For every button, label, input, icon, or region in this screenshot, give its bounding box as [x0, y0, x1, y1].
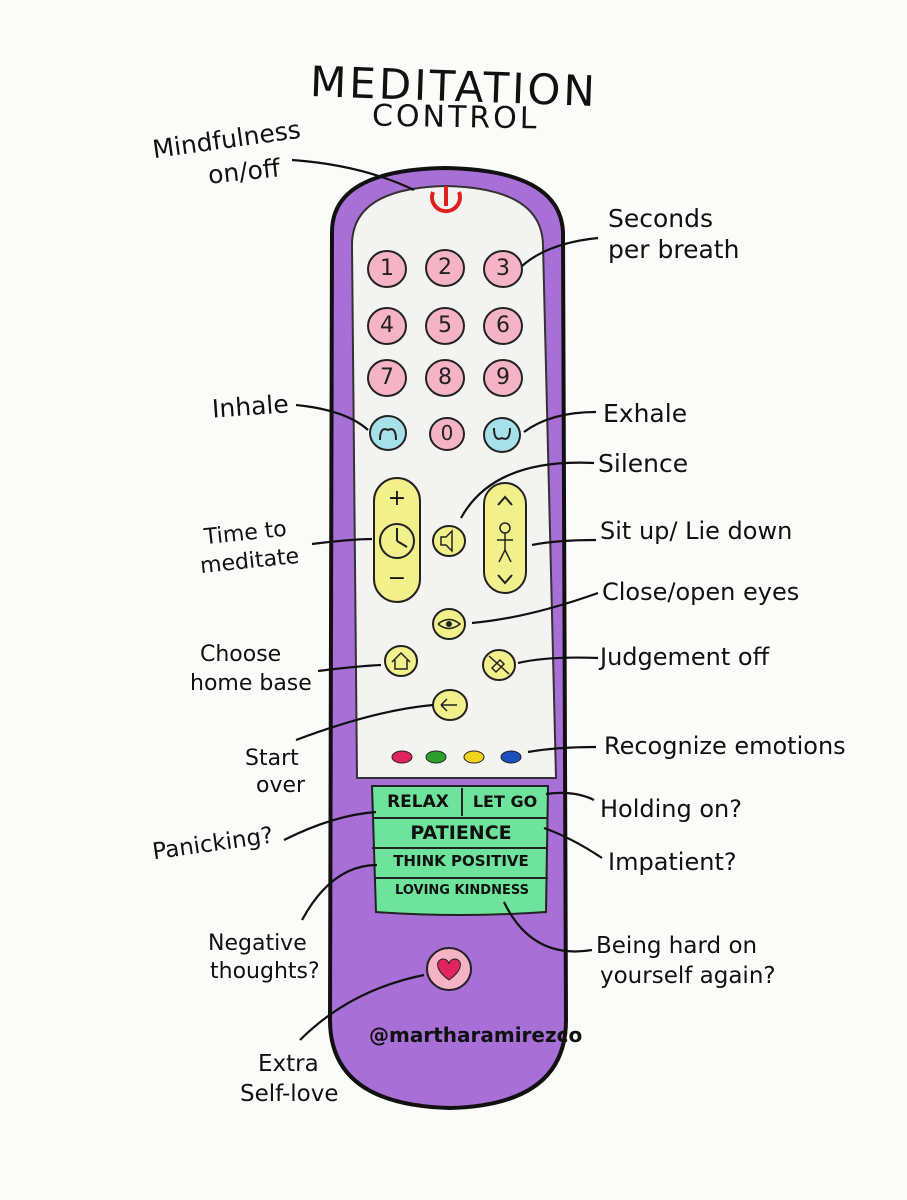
label-inhale: Inhale: [211, 389, 290, 424]
label-negative-1: Negative: [208, 931, 307, 956]
label-impatient: Impatient?: [608, 848, 737, 876]
mute-icon: [432, 525, 466, 557]
button-5: 5: [438, 313, 452, 338]
green-button-panel: [370, 785, 550, 916]
back-arrow-icon: [432, 689, 468, 721]
label-seconds-2: per breath: [608, 235, 740, 264]
label-holding: Holding on?: [600, 795, 743, 823]
let-go-button: LET GO: [472, 792, 538, 811]
svg-text:−: −: [388, 566, 406, 591]
number-buttons: [367, 249, 523, 451]
svg-text:+: +: [388, 486, 406, 511]
label-judgement: Judgement off: [600, 643, 770, 671]
think-positive-button: THINK POSITIVE: [393, 852, 529, 870]
no-judge-icon: [482, 649, 516, 681]
label-exhale: Exhale: [603, 399, 688, 428]
button-3: 3: [496, 256, 510, 281]
author-handle: @martharamirezco: [369, 1023, 583, 1047]
button-6: 6: [496, 313, 510, 338]
label-start-1: Start: [245, 746, 299, 771]
color-buttons: [391, 750, 522, 764]
loving-kindness-button: LOVING KINDNESS: [395, 883, 529, 898]
leader-lines: [283, 158, 603, 1041]
button-1: 1: [380, 256, 394, 281]
label-selflove-2: Self-love: [240, 1081, 339, 1107]
button-8: 8: [438, 365, 452, 390]
inhale-swirl-icon: [369, 415, 407, 451]
exhale-swirl-icon: [483, 417, 521, 453]
label-situp: Sit up/ Lie down: [600, 517, 793, 545]
button-7: 7: [380, 365, 394, 390]
heart-icon: [426, 947, 472, 991]
label-home-1: Choose: [200, 642, 282, 667]
relax-button: RELAX: [387, 792, 449, 812]
button-0: 0: [440, 421, 454, 445]
button-2: 2: [438, 255, 452, 280]
label-negative-2: thoughts?: [210, 959, 320, 984]
home-icon: [384, 645, 418, 677]
patience-button: PATIENCE: [410, 822, 512, 844]
button-9: 9: [496, 365, 510, 390]
label-silence: Silence: [598, 449, 689, 478]
label-home-2: home base: [190, 671, 312, 696]
eye-icon: [432, 608, 466, 640]
person-icon: [483, 482, 527, 594]
power-icon: [430, 186, 462, 214]
label-hard-2: yourself again?: [600, 963, 776, 989]
label-eyes: Close/open eyes: [602, 578, 800, 606]
label-emotions: Recognize emotions: [604, 732, 846, 760]
label-hard-1: Being hard on: [596, 933, 758, 959]
button-4: 4: [380, 313, 394, 338]
label-selflove-1: Extra: [258, 1051, 319, 1077]
label-start-2: over: [256, 773, 306, 798]
clock-icon: + −: [373, 477, 421, 603]
label-seconds-1: Seconds: [608, 204, 714, 233]
